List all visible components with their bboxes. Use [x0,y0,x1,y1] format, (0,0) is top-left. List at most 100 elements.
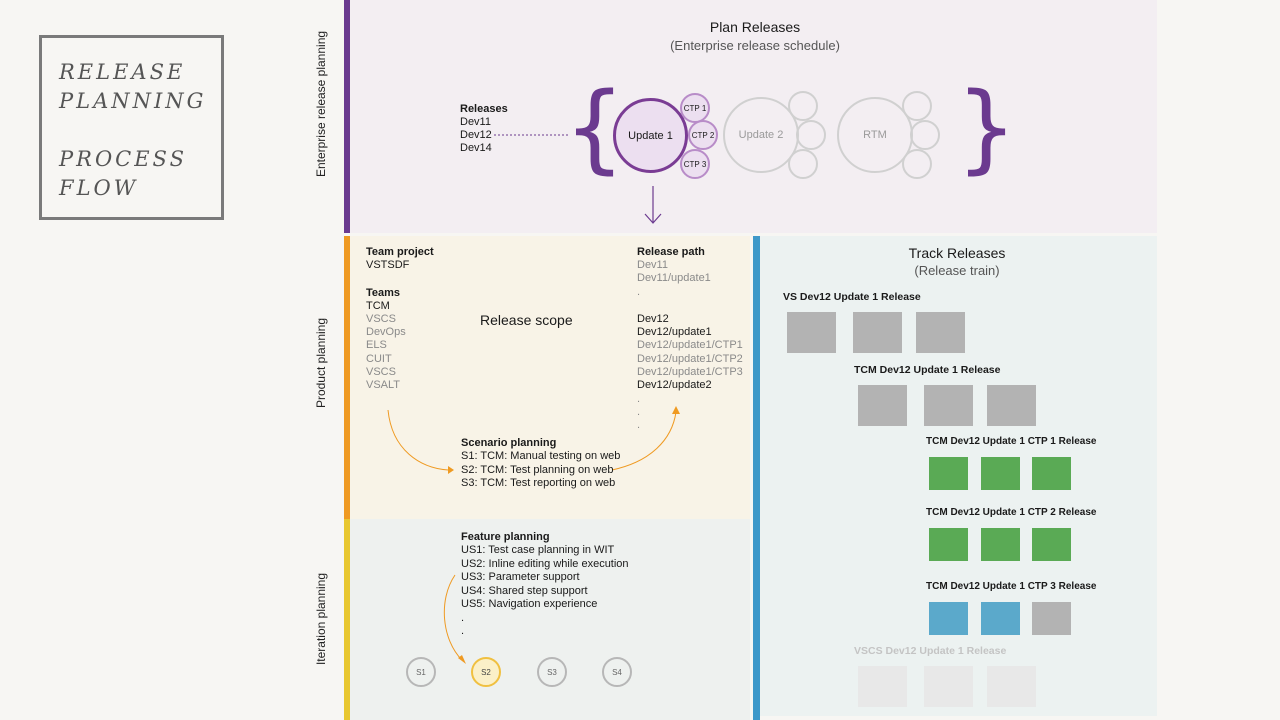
release-path-item: Dev12 [637,313,669,325]
sprint-s2: S2 [471,657,501,687]
feature-item: US5: Navigation experience [461,598,598,610]
ctp3-label: CTP 3 [683,159,707,169]
product-bar [344,236,350,519]
release-path-item: Dev12/update2 [637,379,712,391]
update2-ctp-bubble-2 [796,120,826,150]
release-train-title: TCM Dev12 Update 1 Release [854,364,1001,376]
ctp2-label: CTP 2 [691,130,715,140]
track-bar [753,236,760,720]
title-line-2: PLANNING [59,89,207,113]
rtm-ctp-bubble-2 [910,120,940,150]
feature-item: US4: Shared step support [461,585,588,597]
iteration-bar [344,519,350,720]
arrow-scenario-to-path [611,411,677,471]
release-tile [981,457,1020,490]
release-tile [858,385,907,426]
update2-ctp-bubble-1 [788,91,818,121]
scenario-item: S3: TCM: Test reporting on web [461,477,616,489]
update2-ctp-bubble-3 [788,149,818,179]
sprint-s1-label: S1 [416,667,426,677]
release-tile [929,528,968,561]
sprint-s3-label: S3 [547,667,557,677]
release-tile [787,312,836,353]
release-tile [924,385,973,426]
ctp1-label: CTP 1 [683,103,707,113]
feature-item: US2: Inline editing while execution [461,558,629,570]
release-tile [929,602,968,635]
feature-dot: . [461,625,465,637]
release-tile [987,666,1036,707]
release-dev11: Dev11 [460,116,491,128]
title-box: RELEASE PLANNING PROCESS FLOW [39,35,224,220]
release-tile [858,666,907,707]
feature-dot: . [461,612,465,624]
release-tile [916,312,965,353]
title-line-4: FLOW [59,176,139,200]
release-path-dot: . [637,286,641,298]
ctp3-bubble: CTP 3 [680,149,710,179]
feature-planning-label: Feature planning [461,531,550,543]
team-item: TCM [366,300,390,312]
release-tile [1032,457,1071,490]
release-dev12: Dev12 [460,129,492,141]
release-path-label: Release path [637,246,705,258]
release-path-item: Dev11 [637,259,668,271]
sprint-s4-label: S4 [612,667,622,677]
release-path-item: Dev12/update1/CTP2 [637,353,743,365]
release-tile [1032,602,1071,635]
release-path-item: Dev12/update1/CTP3 [637,366,743,378]
enterprise-bar [344,0,350,233]
release-tile [981,528,1020,561]
track-title: Track Releases [908,245,1006,261]
release-tile [924,666,973,707]
release-train-title: TCM Dev12 Update 1 CTP 1 Release [926,436,1097,447]
release-train-title: VS Dev12 Update 1 Release [783,291,921,303]
team-item: ELS [366,339,387,351]
arrow-teams-to-scenario [387,409,449,471]
releases-label: Releases [460,103,508,115]
arrow-path-head [672,406,680,414]
title-line-3: PROCESS [59,147,187,171]
team-item: DevOps [366,326,406,338]
scenario-item: S1: TCM: Manual testing on web [461,450,621,462]
team-project-value: VSTSDF [366,259,410,271]
release-tile [1032,528,1071,561]
release-path-dot: . [637,393,641,405]
update1-label: Update 1 [628,129,673,142]
team-item: CUIT [366,353,392,365]
arrow-teams-head [448,466,454,474]
release-tile [987,385,1036,426]
team-project-label: Team project [366,246,434,258]
team-item: VSCS [366,313,396,325]
release-path-item: Dev12/update1 [637,326,712,338]
ctp1-bubble: CTP 1 [680,93,710,123]
release-dev14: Dev14 [460,142,492,154]
update2-label: Update 2 [738,129,784,141]
rtm-ctp-bubble-1 [902,91,932,121]
feature-item: US3: Parameter support [461,571,580,583]
down-arrow-head [644,213,662,224]
plan-title: Plan Releases [709,19,801,35]
scenario-item: S2: TCM: Test planning on web [461,464,614,476]
right-brace: } [956,72,1018,184]
release-train-title: VSCS Dev12 Update 1 Release [854,645,1007,657]
feature-item: US1: Test case planning in WIT [461,544,615,556]
arrow-feature-to-sprint [443,574,463,661]
product-lane [350,236,750,519]
plan-subtitle: (Enterprise release schedule) [670,38,840,53]
scenario-planning-label: Scenario planning [461,437,557,449]
sprint-s2-label: S2 [481,667,491,677]
team-item: VSALT [366,379,401,391]
sprint-s1: S1 [406,657,436,687]
release-train-title: TCM Dev12 Update 1 CTP 2 Release [926,507,1097,518]
sprint-s4: S4 [602,657,632,687]
arrow-sprint-head [458,655,466,664]
sprint-s3: S3 [537,657,567,687]
release-train-title: TCM Dev12 Update 1 CTP 3 Release [926,581,1097,592]
release-tile [853,312,902,353]
release-scope-label: Release scope [480,312,573,328]
release-path-dot: . [637,419,641,431]
ctp2-bubble: CTP 2 [688,120,718,150]
teams-label: Teams [366,287,401,299]
